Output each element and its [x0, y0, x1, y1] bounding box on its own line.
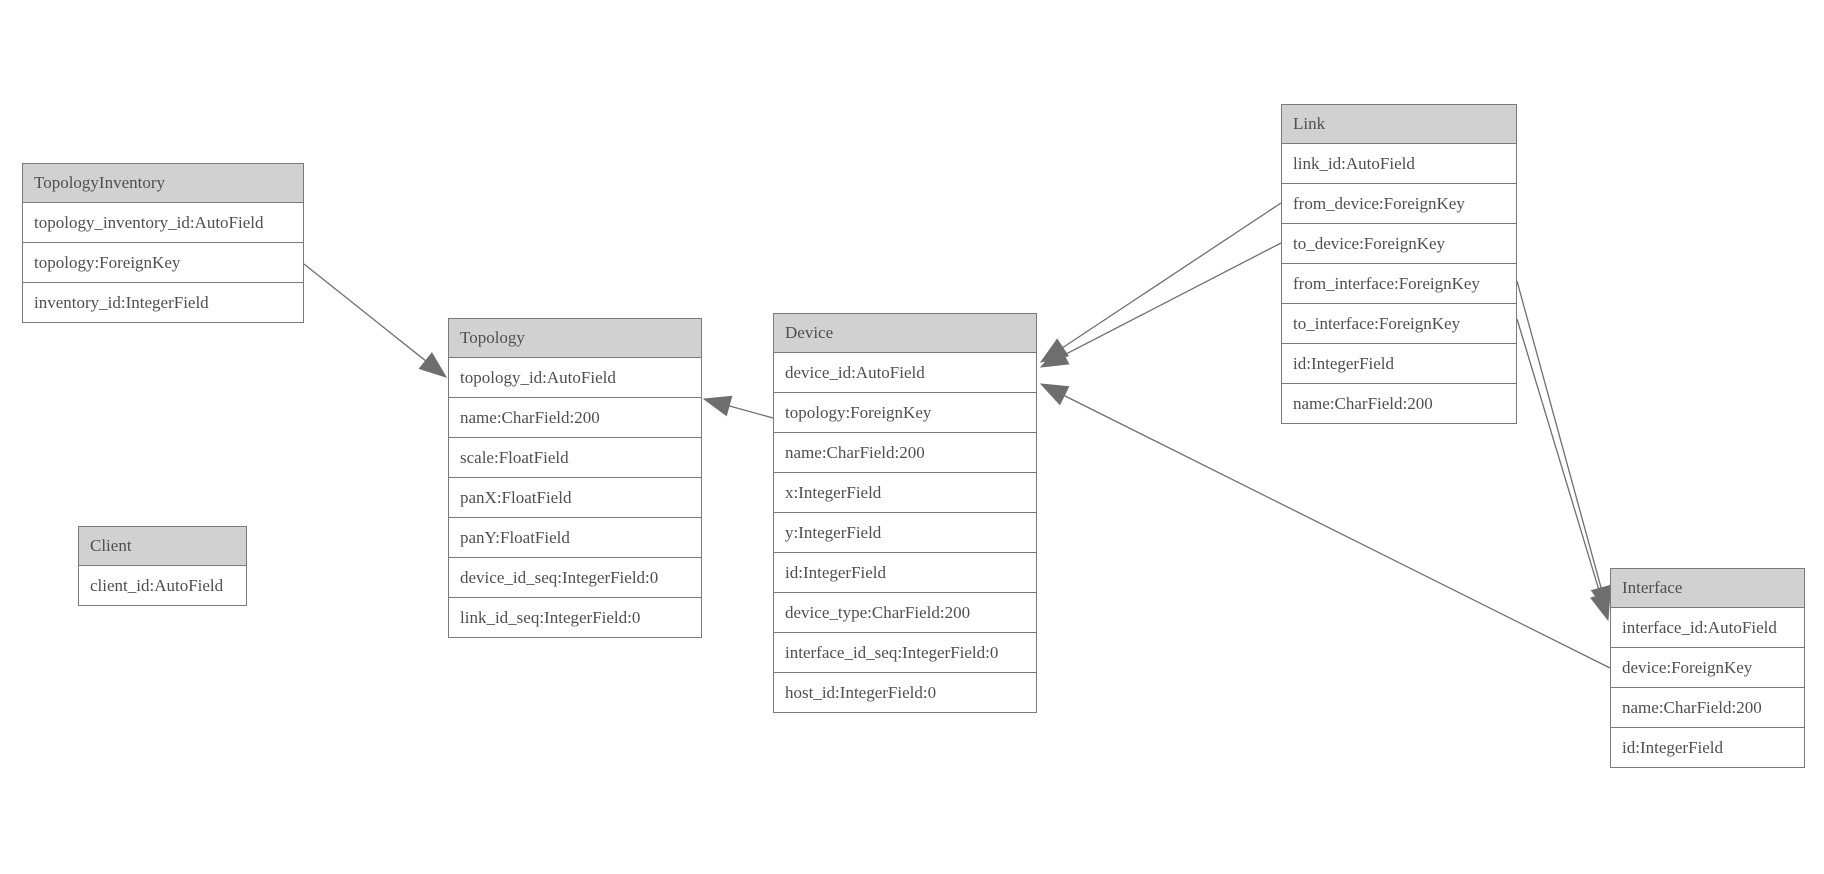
entity-title: Interface — [1611, 569, 1804, 608]
entity-field-row: interface_id_seq:IntegerField:0 — [774, 633, 1036, 673]
arrowhead-icon — [1590, 591, 1611, 622]
relationship-line-link-to_interface-to-interface — [1516, 318, 1602, 596]
entity-field-row: link_id_seq:IntegerField:0 — [449, 598, 701, 637]
entity-field-row: id:IntegerField — [774, 553, 1036, 593]
entity-title: Topology — [449, 319, 701, 358]
entity-field-row: link_id:AutoField — [1282, 144, 1516, 184]
entity-field-row: to_device:ForeignKey — [1282, 224, 1516, 264]
entity-title: TopologyInventory — [23, 164, 303, 203]
arrowhead-icon — [1039, 383, 1070, 406]
entity-title: Link — [1282, 105, 1516, 144]
entity-field-row: device:ForeignKey — [1611, 648, 1804, 688]
entity-field-row: host_id:IntegerField:0 — [774, 673, 1036, 712]
entity-field-row: device_id:AutoField — [774, 353, 1036, 393]
entity-field-row: name:CharField:200 — [1611, 688, 1804, 728]
entity-field-row: id:IntegerField — [1611, 728, 1804, 767]
relationship-line-topologyinventory-topology-to-topology — [303, 263, 427, 362]
entity-field-row: client_id:AutoField — [79, 566, 246, 605]
entity-field-row: from_device:ForeignKey — [1282, 184, 1516, 224]
entity-field-row: topology:ForeignKey — [774, 393, 1036, 433]
entity-field-row: name:CharField:200 — [1282, 384, 1516, 423]
entity-title: Device — [774, 314, 1036, 353]
entity-field-row: y:IntegerField — [774, 513, 1036, 553]
relationship-line-interface-device-to-device — [1063, 395, 1611, 669]
relationship-line-link-from_device-to-device — [1062, 202, 1282, 349]
entity-field-row: scale:FloatField — [449, 438, 701, 478]
entity-field-row: interface_id:AutoField — [1611, 608, 1804, 648]
entity-title: Client — [79, 527, 246, 566]
entity-field-row: topology_inventory_id:AutoField — [23, 203, 303, 243]
entity-field-row: device_type:CharField:200 — [774, 593, 1036, 633]
relationship-line-device-topology-to-topology — [728, 405, 774, 419]
arrowhead-icon — [702, 395, 733, 417]
entity-field-row: to_interface:ForeignKey — [1282, 304, 1516, 344]
entity-field-row: id:IntegerField — [1282, 344, 1516, 384]
entity-field-row: x:IntegerField — [774, 473, 1036, 513]
relationship-line-link-from_interface-to-interface — [1516, 280, 1602, 589]
entity-field-row: panX:FloatField — [449, 478, 701, 518]
arrowhead-icon — [418, 352, 448, 378]
entity-field-row: from_interface:ForeignKey — [1282, 264, 1516, 304]
entity-field-row: panY:FloatField — [449, 518, 701, 558]
entity-field-row: inventory_id:IntegerField — [23, 283, 303, 322]
arrowhead-icon — [1039, 345, 1070, 368]
entity-field-row: name:CharField:200 — [449, 398, 701, 438]
entity-field-row: name:CharField:200 — [774, 433, 1036, 473]
entity-field-row: topology_id:AutoField — [449, 358, 701, 398]
relationship-line-link-to_device-to-device — [1063, 242, 1282, 356]
entity-field-row: topology:ForeignKey — [23, 243, 303, 283]
entity-field-row: device_id_seq:IntegerField:0 — [449, 558, 701, 598]
